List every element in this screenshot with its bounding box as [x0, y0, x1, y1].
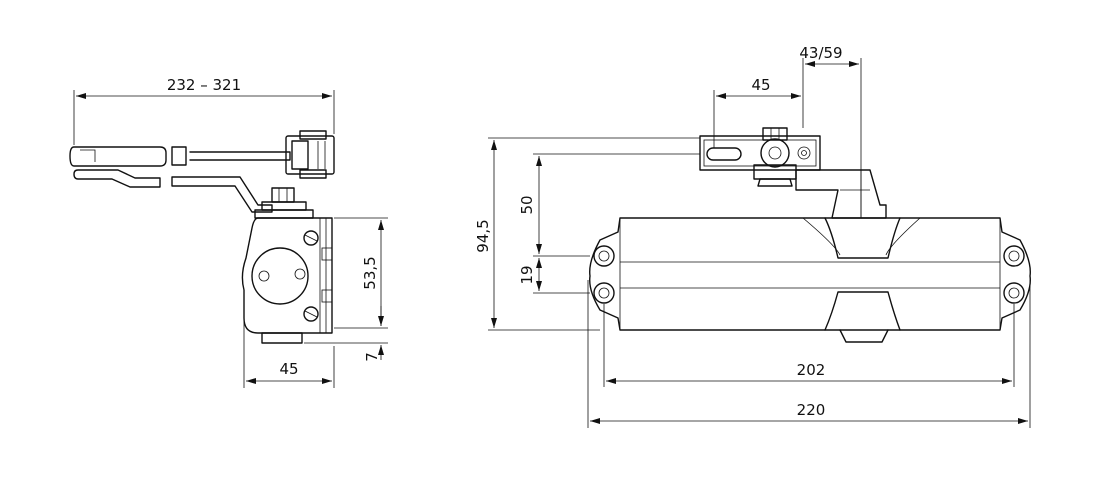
dim-side-bottom-label: 7	[363, 352, 381, 362]
front-arm	[795, 169, 887, 219]
dim-arm-length: 232 – 321	[73, 76, 335, 145]
dim-overall-height-label: 94,5	[474, 219, 492, 252]
side-arm	[69, 130, 335, 213]
dim-arm-offset: 43/59	[799, 44, 862, 218]
dim-side-width: 45	[243, 322, 335, 388]
dim-overall-length: 220	[587, 280, 1031, 428]
front-body	[589, 217, 1031, 343]
dim-bracket-spacing: 45	[713, 76, 801, 148]
dim-overall-height: 94,5	[474, 137, 700, 331]
dim-side-height-label: 53,5	[361, 256, 379, 289]
dim-hole-horizontal: 202	[603, 304, 1015, 387]
front-view: 43/59 45 94,5 50 19	[474, 44, 1031, 428]
dim-arm-height-label: 50	[518, 195, 536, 214]
dim-bracket-spacing-label: 45	[751, 76, 770, 94]
dim-arm-offset-label: 43/59	[799, 44, 842, 62]
dim-side-width-label: 45	[279, 360, 298, 378]
side-body	[241, 217, 333, 344]
side-view: 232 – 321 45 53,5 7	[69, 76, 388, 388]
dim-hole-horizontal-label: 202	[797, 361, 826, 379]
dim-arm-length-label: 232 – 321	[167, 76, 241, 94]
dim-hole-vertical-label: 19	[518, 265, 536, 284]
side-nut	[254, 187, 314, 219]
dim-hole-vertical: 19	[518, 258, 590, 294]
dim-overall-length-label: 220	[797, 401, 826, 419]
front-bracket	[699, 127, 821, 187]
dim-side-height: 53,5	[334, 217, 388, 329]
dim-arm-height: 50	[518, 153, 700, 257]
dim-side-bottom: 7	[304, 306, 388, 362]
